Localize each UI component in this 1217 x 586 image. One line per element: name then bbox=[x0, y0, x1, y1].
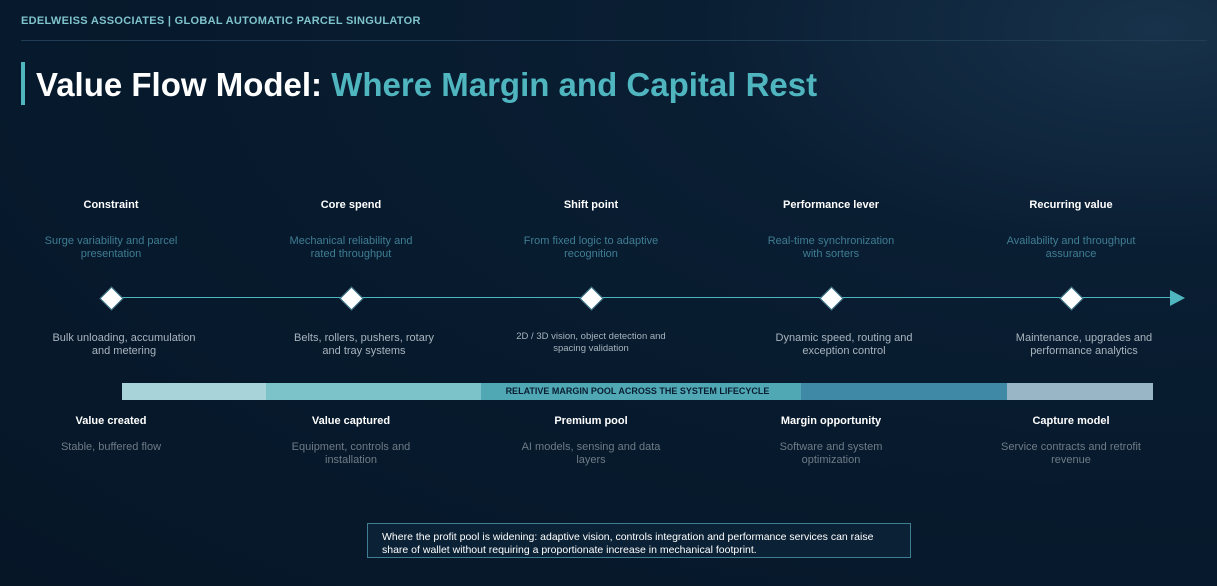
stage-detail-performance-lever: Dynamic speed, routing and exception con… bbox=[775, 332, 913, 357]
value-label-value-captured: Value captured bbox=[311, 415, 391, 427]
value-sub-capture-model: Service contracts and retrofit revenue bbox=[1000, 441, 1141, 466]
stage-subtitle-shift-point: From fixed logic to adaptive recognition bbox=[523, 235, 659, 260]
stage-label-core-spend: Core spend bbox=[320, 199, 382, 211]
margin-segment bbox=[1007, 383, 1153, 400]
stage-subtitle-recurring-value: Availability and throughput assurance bbox=[1006, 235, 1136, 260]
margin-segment bbox=[122, 383, 266, 400]
value-sub-value-captured: Equipment, controls and installation bbox=[291, 441, 411, 466]
stage-node-diamond-icon bbox=[339, 286, 364, 311]
title-accent: Where Margin and Capital Rest bbox=[331, 66, 818, 103]
header-divider bbox=[21, 40, 1207, 41]
value-label-premium-pool: Premium pool bbox=[554, 415, 628, 427]
page-title: Value Flow Model: Where Margin and Capit… bbox=[36, 66, 817, 104]
stage-detail-constraint: Bulk unloading, accumulation and meterin… bbox=[52, 332, 196, 357]
value-sub-premium-pool: AI models, sensing and data layers bbox=[521, 441, 661, 466]
stage-label-recurring-value: Recurring value bbox=[1029, 199, 1113, 211]
stage-label-constraint: Constraint bbox=[83, 199, 139, 211]
brand-header: EDELWEISS ASSOCIATES | GLOBAL AUTOMATIC … bbox=[21, 15, 421, 27]
flow-line bbox=[111, 297, 1171, 298]
stage-node-diamond-icon bbox=[99, 286, 124, 311]
stage-subtitle-core-spend: Mechanical reliability and rated through… bbox=[289, 235, 413, 260]
insight-callout: Where the profit pool is widening: adapt… bbox=[367, 523, 911, 558]
stage-node-diamond-icon bbox=[819, 286, 844, 311]
value-label-capture-model: Capture model bbox=[1032, 415, 1110, 427]
value-label-margin-opportunity: Margin opportunity bbox=[780, 415, 882, 427]
stage-subtitle-performance-lever: Real-time synchronization with sorters bbox=[767, 235, 895, 260]
stage-detail-shift-point: 2D / 3D vision, object detection and spa… bbox=[516, 331, 666, 354]
margin-pool-label: RELATIVE MARGIN POOL ACROSS THE SYSTEM L… bbox=[505, 386, 770, 396]
title-main: Value Flow Model: bbox=[36, 66, 332, 103]
margin-pool-bar bbox=[122, 383, 1153, 400]
stage-label-shift-point: Shift point bbox=[563, 199, 619, 211]
stage-node-diamond-icon bbox=[579, 286, 604, 311]
value-label-value-created: Value created bbox=[75, 415, 147, 427]
flow-arrow-icon bbox=[1170, 290, 1185, 306]
stage-detail-recurring-value: Maintenance, upgrades and performance an… bbox=[1015, 332, 1153, 357]
title-accent-bar bbox=[21, 62, 25, 105]
stage-node-diamond-icon bbox=[1059, 286, 1084, 311]
stage-detail-core-spend: Belts, rollers, pushers, rotary and tray… bbox=[294, 332, 434, 357]
margin-segment bbox=[266, 383, 481, 400]
value-sub-value-created: Stable, buffered flow bbox=[60, 441, 162, 453]
margin-segment bbox=[801, 383, 1007, 400]
stage-subtitle-constraint: Surge variability and parcel presentatio… bbox=[44, 235, 178, 260]
stage-label-performance-lever: Performance lever bbox=[783, 199, 879, 211]
value-sub-margin-opportunity: Software and system optimization bbox=[779, 441, 883, 466]
margin-segment bbox=[481, 383, 801, 400]
